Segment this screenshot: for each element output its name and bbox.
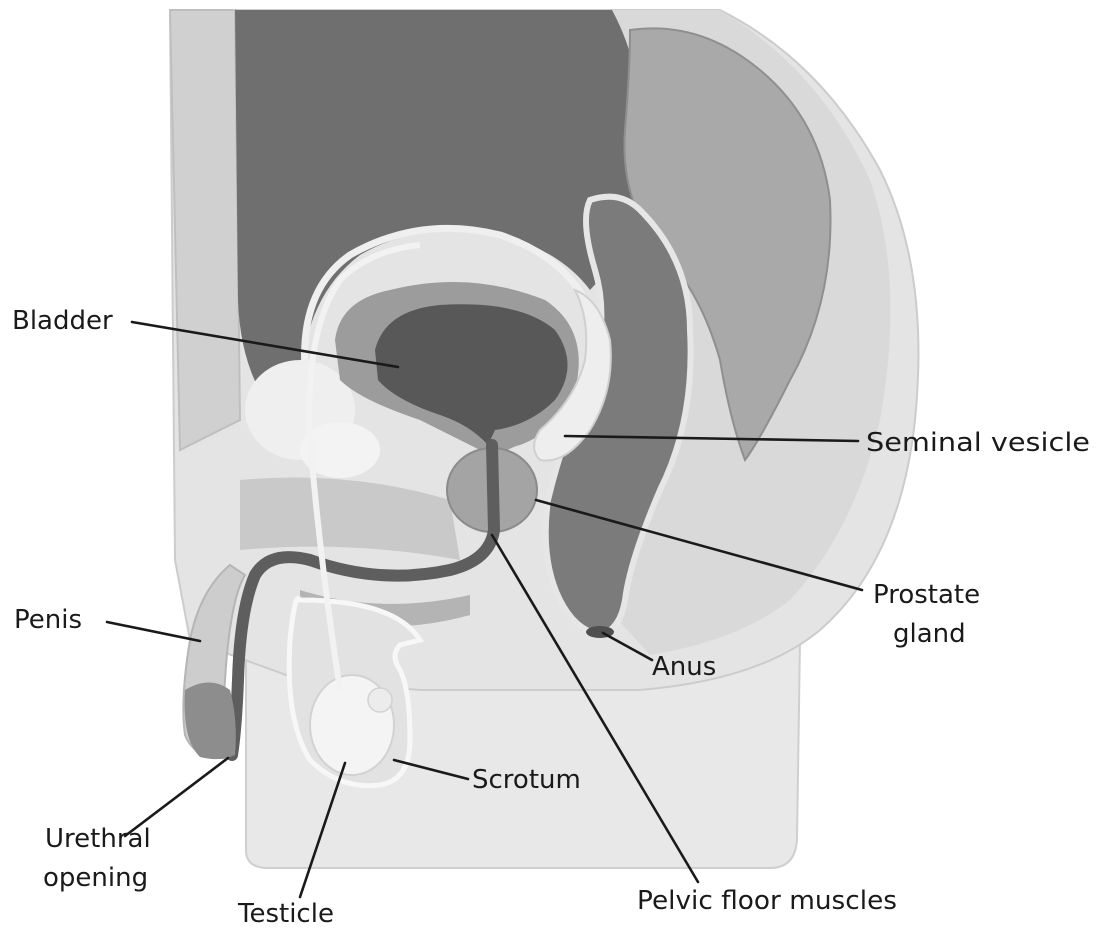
label-prostate-line2: gland	[893, 619, 966, 649]
label-penis: Penis	[14, 605, 82, 635]
label-bladder: Bladder	[12, 306, 113, 336]
label-pelvic-floor-muscles: Pelvic floor muscles	[637, 886, 897, 916]
epididymis-bump	[368, 688, 392, 712]
label-urethral-line1: Urethral	[45, 824, 151, 854]
label-seminal-vesicle: Seminal vesicle	[866, 428, 1090, 458]
abdominal-wall	[170, 10, 240, 450]
label-prostate-line1: Prostate	[873, 580, 980, 610]
label-testicle: Testicle	[237, 899, 334, 928]
label-urethral-line2: opening	[43, 863, 148, 893]
label-anus: Anus	[652, 652, 716, 682]
penis-leader	[107, 622, 200, 641]
label-scrotum: Scrotum	[472, 765, 581, 795]
